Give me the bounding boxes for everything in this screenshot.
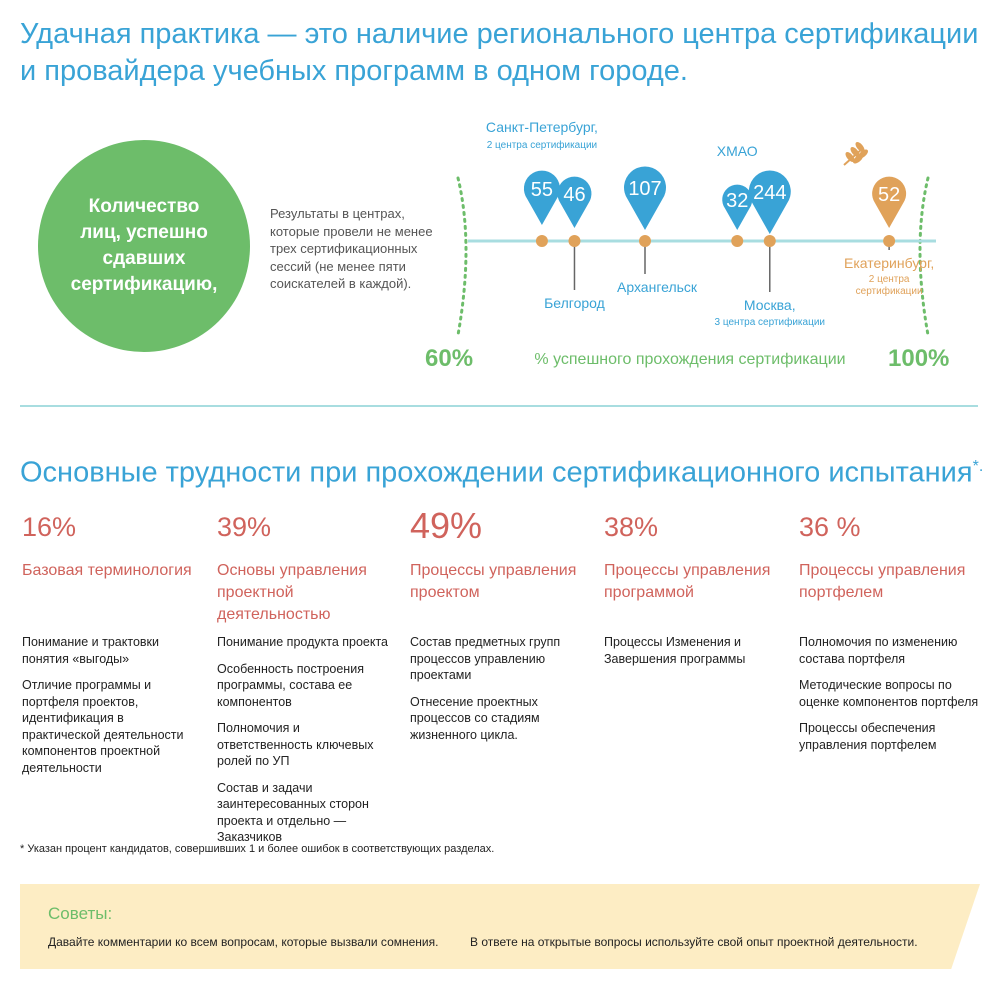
difficulty-item: Понимание и трактовки понятия «выгоды»: [22, 635, 159, 666]
certification-scale: 55 Санкт-Петербург, 2 центра сертификации 4…: [456, 119, 936, 368]
difficulty-topic: Базовая терминология: [22, 562, 192, 579]
location-pin-icon: [624, 166, 666, 230]
section-title-mark: *.: [972, 458, 984, 475]
pin-count: 107: [628, 178, 661, 200]
left-bracket: [456, 176, 468, 337]
tip-item: В ответе на открытые вопросы используйте…: [470, 935, 918, 949]
difficulty-percent: 16%: [22, 512, 77, 542]
difficulty-percent: 36 %: [799, 512, 861, 542]
tip-item: Давайте комментарии ко всем вопросам, ко…: [48, 935, 439, 949]
section-title: Основные трудности при прохождении серти…: [20, 448, 983, 492]
difficulty-column-2: 39% Основы управления проектной деятельн…: [217, 510, 397, 856]
city-name: Архангельск: [617, 279, 698, 295]
pin-count: 32: [726, 190, 748, 212]
footnote: * Указан процент кандидатов, совершивших…: [20, 843, 495, 855]
city-subtitle: 3 центра сертификации: [715, 316, 825, 328]
location-pin-icon: [872, 176, 907, 228]
scale-point: 55 Санкт-Петербург, 2 центра сертификации: [486, 119, 598, 247]
city-subtitle-line: 2 центра: [869, 274, 910, 285]
difficulty-topic: Процессы управления портфелем: [799, 562, 966, 601]
city-subtitle: 2 центра сертификации: [487, 139, 597, 151]
pin-count: 244: [753, 182, 786, 204]
difficulty-percent: 49%: [410, 505, 483, 546]
city-name: Екатеринбург,: [844, 255, 934, 271]
axis-dot: [535, 235, 548, 247]
difficulty-item: Отнесение проектных процессов со стадиям…: [410, 694, 540, 742]
axis-dot: [883, 235, 896, 247]
right-bracket: [918, 176, 930, 337]
pin-count: 52: [878, 184, 900, 206]
city-name: Москва,: [744, 297, 796, 313]
pin-count: 46: [563, 184, 585, 206]
location-pin-icon: [722, 184, 753, 230]
difficulty-item: Полномочия по изменению состава портфеля: [799, 635, 958, 666]
scale-max-label: 100%: [888, 345, 950, 372]
difficulty-column-3: 49% Процессы управления проектом Состав …: [410, 506, 590, 753]
tips-panel: [20, 884, 980, 969]
scale-point: 32 ХМАО: [717, 143, 758, 247]
difficulty-percent: 39%: [217, 512, 272, 542]
circle-text: Количество лиц, успешно сдавших сертифик…: [70, 196, 218, 295]
section-title-text: Основные трудности при прохождении серти…: [20, 456, 973, 489]
headline: Удачная практика — это наличие региональ…: [20, 18, 979, 87]
results-note: Результаты в центрах, которые провели не…: [270, 206, 433, 291]
section-divider: [20, 405, 978, 407]
city-name: Белгород: [544, 295, 605, 311]
pin-count: 55: [531, 179, 553, 201]
scale-brackets: [456, 176, 930, 337]
difficulty-item: Состав предметных групп процессов управл…: [410, 635, 561, 682]
passed-count-circle: Количество лиц, успешно сдавших сертифик…: [38, 140, 250, 352]
difficulty-topic: Процессы управления программой: [604, 562, 771, 601]
location-pin-icon: [748, 170, 791, 234]
difficulty-item: Процессы обеспечения управления портфеле…: [799, 721, 937, 752]
difficulty-item: Методические вопросы по оценке компонент…: [799, 678, 979, 709]
city-name: ХМАО: [717, 143, 758, 159]
location-pin-icon: [523, 170, 560, 225]
scale-points: 55 Санкт-Петербург, 2 центра сертификации 4…: [486, 119, 934, 328]
location-pin-icon: [557, 176, 592, 228]
city-subtitle-line: сертификации: [856, 285, 923, 297]
axis-dot: [731, 235, 744, 247]
axis-label: % успешного прохождения сертификации: [534, 351, 845, 368]
city-name: Санкт-Петербург,: [486, 119, 598, 135]
difficulty-item: Особенность построения программы, состав…: [217, 661, 364, 709]
difficulty-item: Отличие программы и портфеля проектов, и…: [22, 678, 184, 775]
difficulty-column-5: 36 % Процессы управления портфелем Полно…: [799, 510, 979, 763]
axis-dot: [763, 235, 776, 247]
axis-dot: [639, 235, 651, 247]
difficulty-percent: 38%: [604, 512, 659, 542]
difficulty-topic: Процессы управления проектом: [410, 562, 577, 601]
scale-min-label: 60%: [425, 345, 474, 372]
difficulty-item: Состав и задачи заинтересованных сторон …: [217, 780, 369, 845]
tips-title: Советы:: [48, 904, 113, 923]
difficulty-item: Полномочия и ответственность ключевых ро…: [217, 721, 374, 768]
axis-dot: [568, 235, 581, 247]
wheat-icon: [843, 142, 868, 166]
difficulty-topic: Основы управления проектной деятельность…: [217, 562, 367, 623]
difficulty-column-4: 38% Процессы управления программой Проце…: [604, 510, 784, 677]
difficulty-column-1: 16% Базовая терминология Понимание и тра…: [22, 510, 202, 786]
difficulty-item: Процессы Изменения и Завершения программ…: [604, 635, 746, 666]
difficulty-item: Понимание продукта проекта: [217, 635, 389, 649]
